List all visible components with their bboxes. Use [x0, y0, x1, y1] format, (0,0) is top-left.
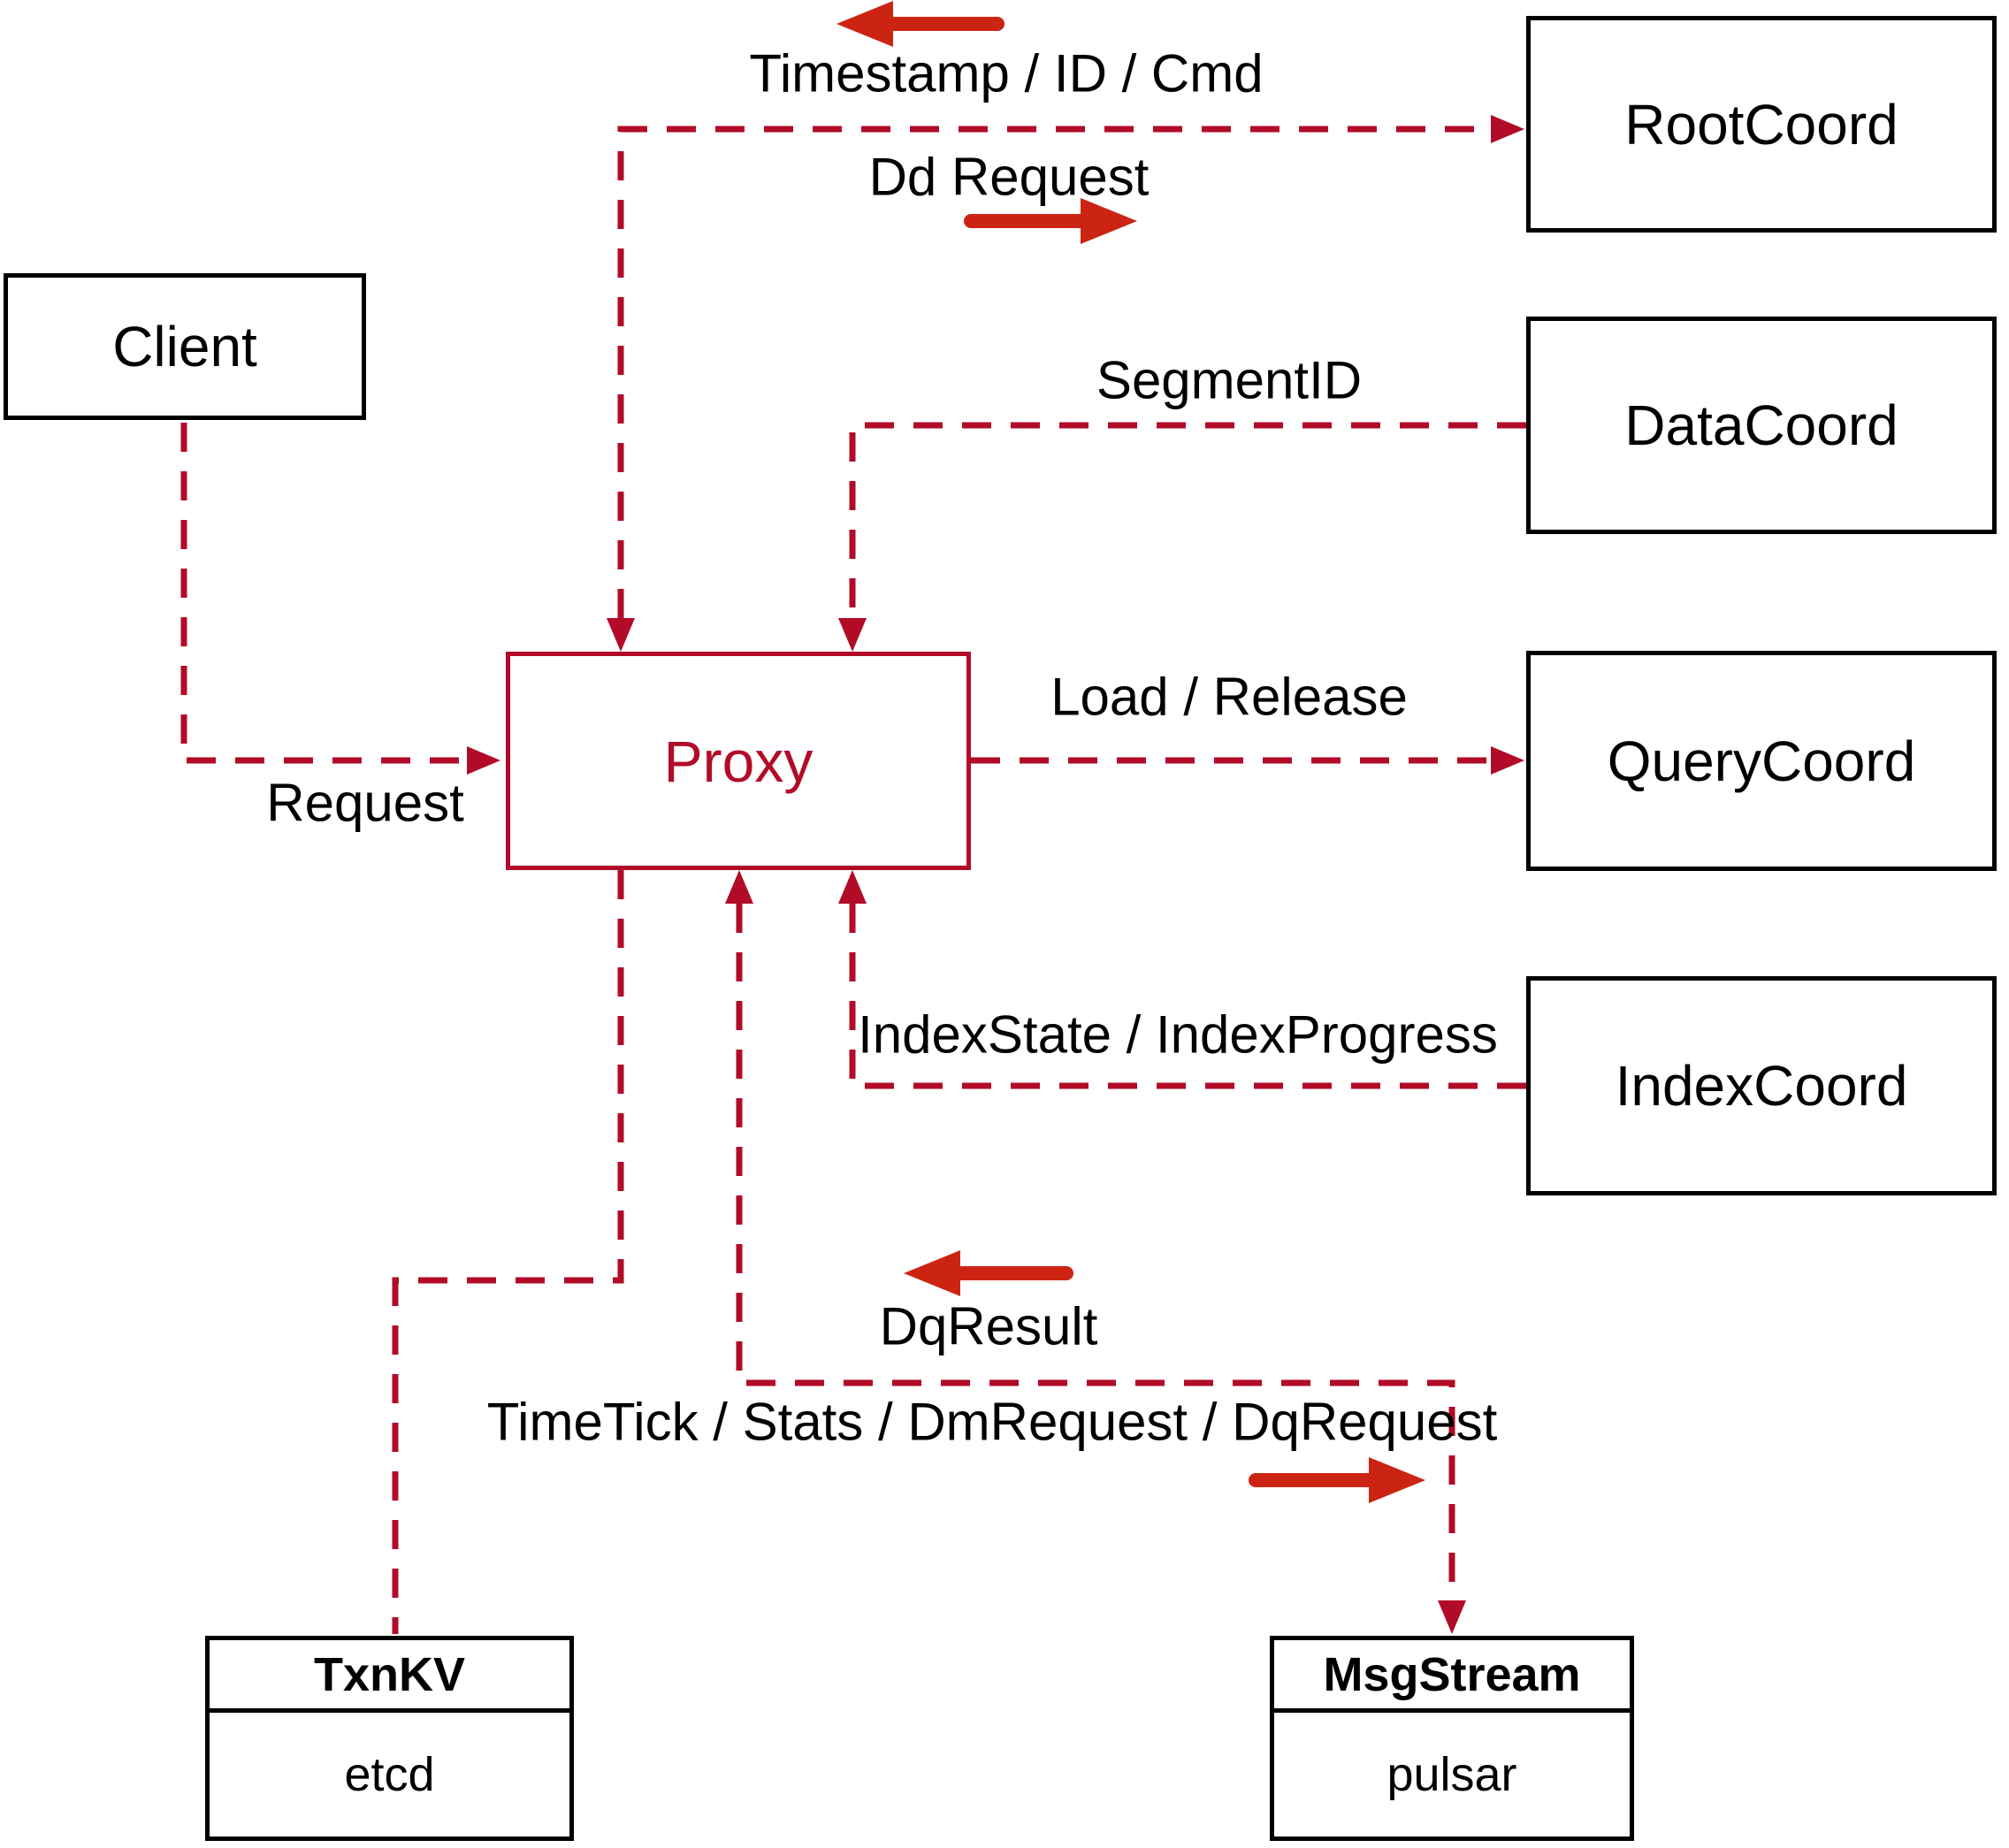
- edge-label-dq-result: DqResult: [879, 1296, 1098, 1356]
- connector-proxy-msgstream: [736, 904, 1455, 1600]
- node-datacoord: DataCoord: [1526, 317, 1997, 534]
- arrowhead-into-proxy-top-right: [838, 618, 867, 652]
- edge-label-timestamp: Timestamp / ID / Cmd: [749, 43, 1264, 103]
- node-client-label: Client: [112, 315, 257, 378]
- edge-label-segment-id: SegmentID: [1096, 350, 1363, 410]
- edge-label-dd-request: Dd Request: [868, 147, 1150, 207]
- connector-indexcoord-proxy: [849, 904, 1526, 1089]
- edge-label-load-release: Load / Release: [1050, 667, 1408, 727]
- direction-arrowhead-timestamp-left: [836, 1, 893, 47]
- arrowhead-into-proxy-bottom-left: [725, 870, 753, 904]
- connector-datacoord-proxy: [849, 422, 1526, 618]
- connector-client-proxy: [180, 423, 467, 764]
- node-datacoord-label: DataCoord: [1624, 393, 1898, 457]
- node-indexcoord: IndexCoord: [1526, 976, 1997, 1195]
- node-querycoord-label: QueryCoord: [1607, 729, 1916, 793]
- arrowhead-into-proxy-left: [467, 746, 500, 775]
- node-msgstream-title: MsgStream: [1274, 1640, 1630, 1713]
- node-txnkv-sublabel: etcd: [344, 1748, 435, 1801]
- node-client: Client: [4, 273, 366, 420]
- direction-arrowhead-ddrequest-right: [1081, 198, 1137, 244]
- connector-proxy-txnkv: [392, 870, 624, 1634]
- arrowhead-into-msgstream: [1438, 1600, 1466, 1634]
- node-msgstream: MsgStream pulsar: [1270, 1636, 1634, 1841]
- node-txnkv: TxnKV etcd: [205, 1636, 574, 1841]
- edge-label-index-state: IndexState / IndexProgress: [858, 1004, 1498, 1065]
- node-rootcoord: RootCoord: [1526, 16, 1997, 233]
- arrowhead-into-proxy-bottom-right: [838, 870, 867, 904]
- arrowhead-into-rootcoord: [1491, 115, 1524, 143]
- node-querycoord: QueryCoord: [1526, 651, 1997, 871]
- connector-proxy-rootcoord: [617, 126, 1491, 618]
- node-proxy: Proxy: [506, 652, 971, 870]
- direction-arrowhead-timetick-right: [1369, 1457, 1425, 1503]
- node-msgstream-sublabel: pulsar: [1386, 1748, 1517, 1801]
- arrowhead-into-querycoord: [1491, 746, 1524, 775]
- node-proxy-label: Proxy: [663, 728, 814, 794]
- node-txnkv-title: TxnKV: [210, 1640, 569, 1713]
- edge-label-time-tick: TimeTick / Stats / DmRequest / DqRequest: [486, 1392, 1498, 1452]
- arrowhead-into-proxy-top-left: [607, 618, 635, 652]
- node-indexcoord-label: IndexCoord: [1615, 1054, 1908, 1118]
- edge-label-request: Request: [266, 773, 464, 833]
- direction-arrowhead-dqresult-left: [904, 1250, 960, 1296]
- node-rootcoord-label: RootCoord: [1624, 92, 1898, 157]
